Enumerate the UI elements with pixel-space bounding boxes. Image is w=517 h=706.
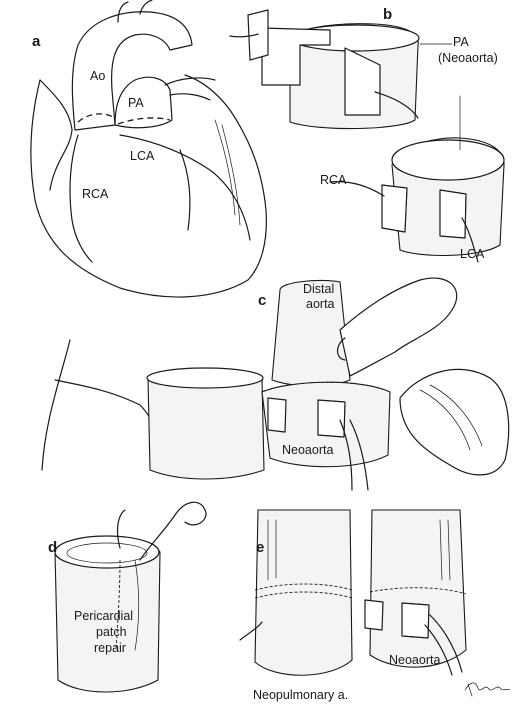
panel-b: b PA (Neoaorta) RCA LCA (230, 6, 504, 262)
panel-a: a Ao PA LCA RCA (31, 0, 267, 297)
neoaorta-rim (392, 140, 504, 180)
right-tissue (400, 369, 509, 474)
panel-d-letter: d (48, 539, 57, 556)
pulmonary-stump-rim (147, 368, 263, 388)
label-neoaorta-c: Neoaorta (282, 443, 333, 457)
label-lca-b: LCA (460, 247, 485, 261)
label-patch: patch (96, 625, 127, 639)
coronary-button-left (382, 185, 407, 232)
label-lca: LCA (130, 149, 155, 163)
panel-c: c Distal aorta Neoaorta (42, 278, 509, 490)
neopulmonary-vessel (255, 510, 352, 675)
coronary-button-right (440, 190, 466, 238)
heart-shading (215, 120, 240, 225)
right-atrium (40, 80, 72, 190)
pa-branch (165, 78, 215, 85)
button-c-1 (268, 398, 286, 432)
panel-e-letter: e (256, 539, 264, 556)
panel-b-letter: b (383, 6, 392, 23)
button-e-1 (365, 600, 383, 630)
panel-a-letter: a (32, 33, 41, 50)
label-neoaorta-b: (Neoaorta) (438, 51, 498, 65)
panel-e: e Neoaorta Neopulmonary a. (240, 510, 466, 702)
clamp-left-handle (248, 10, 268, 60)
panel-d: d Pericardial patch repair (48, 502, 206, 692)
label-rca-b: RCA (320, 173, 347, 187)
label-distal: Distal (303, 282, 334, 296)
pa-branch-2 (170, 94, 210, 100)
label-neopulmonary: Neopulmonary a. (253, 688, 348, 702)
label-pa-b: PA (453, 35, 469, 49)
button-e-2 (402, 603, 429, 638)
distal-aorta-flap (340, 278, 457, 376)
label-rca: RCA (82, 187, 109, 201)
panel-c-letter: c (258, 292, 266, 309)
label-pericardial: Pericardial (74, 609, 133, 623)
button-c-2 (318, 400, 345, 437)
left-tissue (42, 340, 158, 470)
lca-branch (180, 150, 190, 230)
label-pa: PA (128, 96, 144, 110)
label-neoaorta-e: Neoaorta (389, 653, 440, 667)
label-aorta-c: aorta (306, 297, 335, 311)
artist-signature (465, 683, 510, 696)
label-ao: Ao (90, 69, 105, 83)
label-repair: repair (94, 641, 126, 655)
